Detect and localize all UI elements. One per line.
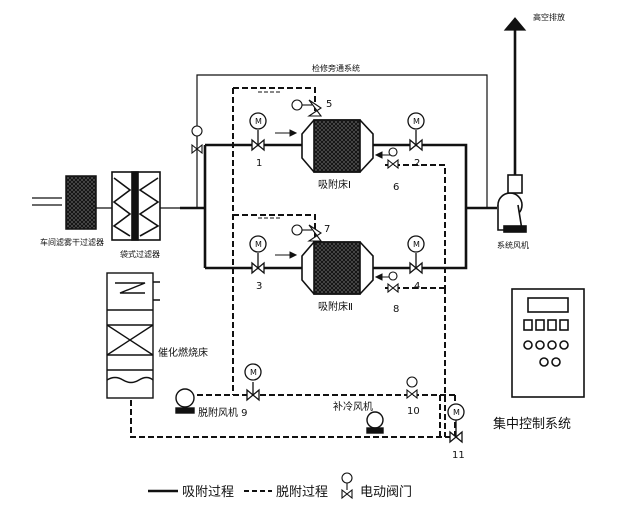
catalytic-combustion-bed xyxy=(106,272,160,399)
label-control: 集中控制系统 xyxy=(493,416,571,432)
legend-desorb: 脱附过程 xyxy=(276,485,328,500)
desorption-fan xyxy=(175,388,195,414)
valve-9: M xyxy=(244,363,262,402)
adsorption-bed-2 xyxy=(301,241,374,295)
svg-text:M: M xyxy=(413,117,420,126)
valve-10 xyxy=(406,376,418,400)
legend-adsorb: 吸附过程 xyxy=(182,485,234,500)
valve-7 xyxy=(291,224,323,242)
valve-number-3: 3 xyxy=(256,281,262,292)
prefilter xyxy=(65,175,97,230)
valve-bypass xyxy=(191,125,203,155)
label-bed-2: 吸附床Ⅱ xyxy=(318,300,353,313)
valve-number-7: 7 xyxy=(324,224,330,235)
label-bed-1: 吸附床Ⅰ xyxy=(318,178,351,191)
desorption-piping xyxy=(130,87,456,438)
label-system-fan: 系统风机 xyxy=(497,240,529,250)
valve-1: M xyxy=(249,112,267,152)
bag-filter xyxy=(111,171,161,241)
control-cabinet xyxy=(511,288,585,398)
valve-6 xyxy=(387,147,399,170)
svg-text:M: M xyxy=(255,117,262,126)
adsorption-bed-1 xyxy=(301,119,374,173)
valve-number-1: 1 xyxy=(256,158,262,169)
valve-8 xyxy=(387,271,399,294)
valve-number-11: 11 xyxy=(452,450,465,461)
legend-valve: 电动阀门 xyxy=(360,485,412,500)
svg-text:M: M xyxy=(255,240,262,249)
valve-number-8: 8 xyxy=(393,304,399,315)
label-catalytic: 催化燃烧床 xyxy=(158,346,208,359)
label-bag-filter: 袋式过滤器 xyxy=(120,249,160,259)
label-bypass: 检修旁通系统 xyxy=(312,63,360,73)
valve-5 xyxy=(291,99,323,117)
svg-text:M: M xyxy=(250,368,257,377)
label-high-exhaust: 高空排放 xyxy=(533,12,565,22)
valve-4: M xyxy=(407,235,425,275)
legend-valve-icon xyxy=(341,472,353,500)
svg-text:M: M xyxy=(413,240,420,249)
label-cool-fan: 补冷风机 xyxy=(333,400,373,413)
valve-number-10: 10 xyxy=(407,406,420,417)
label-prefilter: 车间滤雾干过滤器 xyxy=(40,237,104,247)
valve-11: M xyxy=(447,403,465,444)
valve-2: M xyxy=(407,112,425,152)
system-fan xyxy=(497,174,527,233)
legend: 吸附过程 脱附过程 电动阀门 xyxy=(148,472,412,500)
valve-3: M xyxy=(249,235,267,275)
valve-number-5: 5 xyxy=(326,99,332,110)
label-desorb-fan: 脱附风机 9 xyxy=(198,406,248,419)
valve-number-2: 2 xyxy=(414,158,420,169)
svg-text:M: M xyxy=(453,408,460,417)
valve-number-6: 6 xyxy=(393,182,399,193)
cooling-fan xyxy=(366,411,384,434)
valve-number-4: 4 xyxy=(414,281,420,292)
